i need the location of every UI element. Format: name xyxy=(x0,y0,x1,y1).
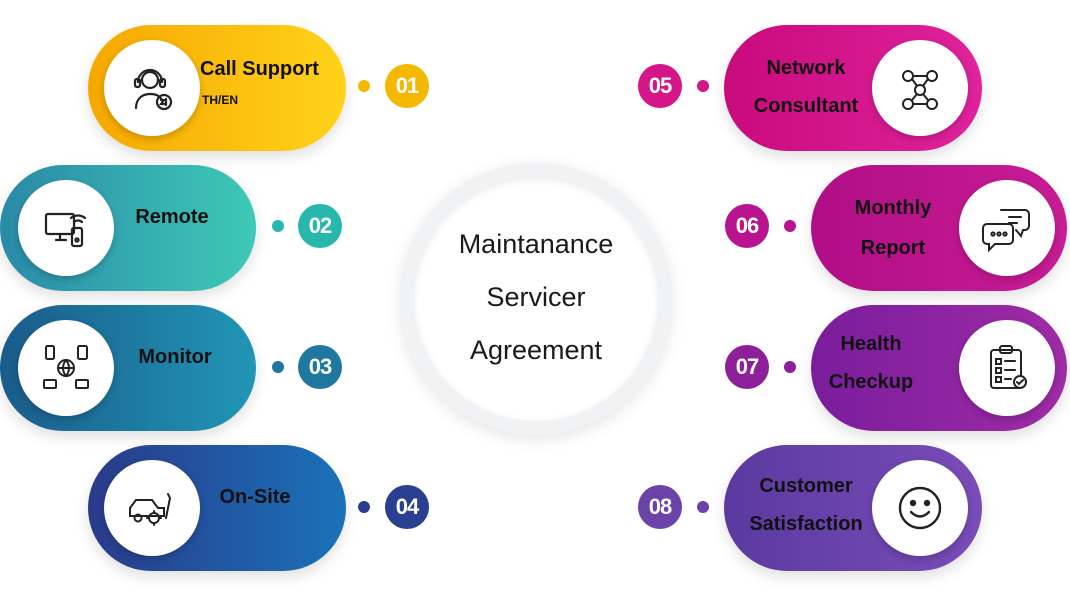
item-label-line-1: Customer xyxy=(759,475,853,497)
connector-dot xyxy=(358,80,370,92)
network-monitor-icon xyxy=(18,320,114,416)
center-title-line-1: Maintanance xyxy=(458,229,614,259)
item-label-line-2: Satisfaction xyxy=(749,513,863,535)
item-label-line-2: Checkup xyxy=(828,371,914,393)
item-customer-satisfaction: Customer Satisfaction xyxy=(724,445,982,571)
item-number-badge: 02 xyxy=(298,204,342,248)
center-title-line-2: Servicer xyxy=(486,282,586,312)
item-number-badge: 06 xyxy=(725,204,769,248)
item-number-badge: 01 xyxy=(385,64,429,108)
remote-desktop-icon xyxy=(18,180,114,276)
connector-dot xyxy=(784,361,796,373)
item-number-badge: 08 xyxy=(638,485,682,529)
item-call-support: Call Support TH/EN xyxy=(88,25,346,151)
item-label: Call Support xyxy=(200,58,319,80)
center-inner-circle xyxy=(414,177,658,421)
clipboard-check-icon xyxy=(959,320,1055,416)
item-number-badge: 07 xyxy=(725,345,769,389)
item-label-line-1: Network xyxy=(766,57,846,79)
item-label-line-1: Health xyxy=(840,333,902,355)
center-title-line-3: Agreement xyxy=(469,335,603,365)
item-label: Remote xyxy=(135,206,209,228)
item-number-badge: 03 xyxy=(298,345,342,389)
connector-dot xyxy=(358,501,370,513)
network-people-icon xyxy=(872,40,968,136)
item-number-badge: 05 xyxy=(638,64,682,108)
car-service-icon xyxy=(104,460,200,556)
item-monitor: Monitor xyxy=(0,305,256,431)
item-label: Monitor xyxy=(138,346,212,368)
item-on-site: On-Site xyxy=(88,445,346,571)
item-network-consultant: Network Consultant xyxy=(724,25,982,151)
connector-dot xyxy=(272,361,284,373)
center-circle: Maintanance Servicer Agreement xyxy=(400,163,672,435)
item-number-badge: 04 xyxy=(385,485,429,529)
connector-dot xyxy=(697,80,709,92)
item-label-line-2: Report xyxy=(860,237,926,259)
smiley-icon xyxy=(872,460,968,556)
item-monthly-report: Monthly Report xyxy=(811,165,1067,291)
chat-bubbles-icon xyxy=(959,180,1055,276)
connector-dot xyxy=(697,501,709,513)
headset-icon xyxy=(104,40,200,136)
connector-dot xyxy=(784,220,796,232)
connector-dot xyxy=(272,220,284,232)
item-label-line-2: Consultant xyxy=(753,95,859,117)
item-label-line-1: Monthly xyxy=(854,197,932,219)
item-remote: Remote xyxy=(0,165,256,291)
item-sublabel: TH/EN xyxy=(202,93,238,107)
item-label: On-Site xyxy=(219,486,291,508)
item-health-checkup: Health Checkup xyxy=(811,305,1067,431)
